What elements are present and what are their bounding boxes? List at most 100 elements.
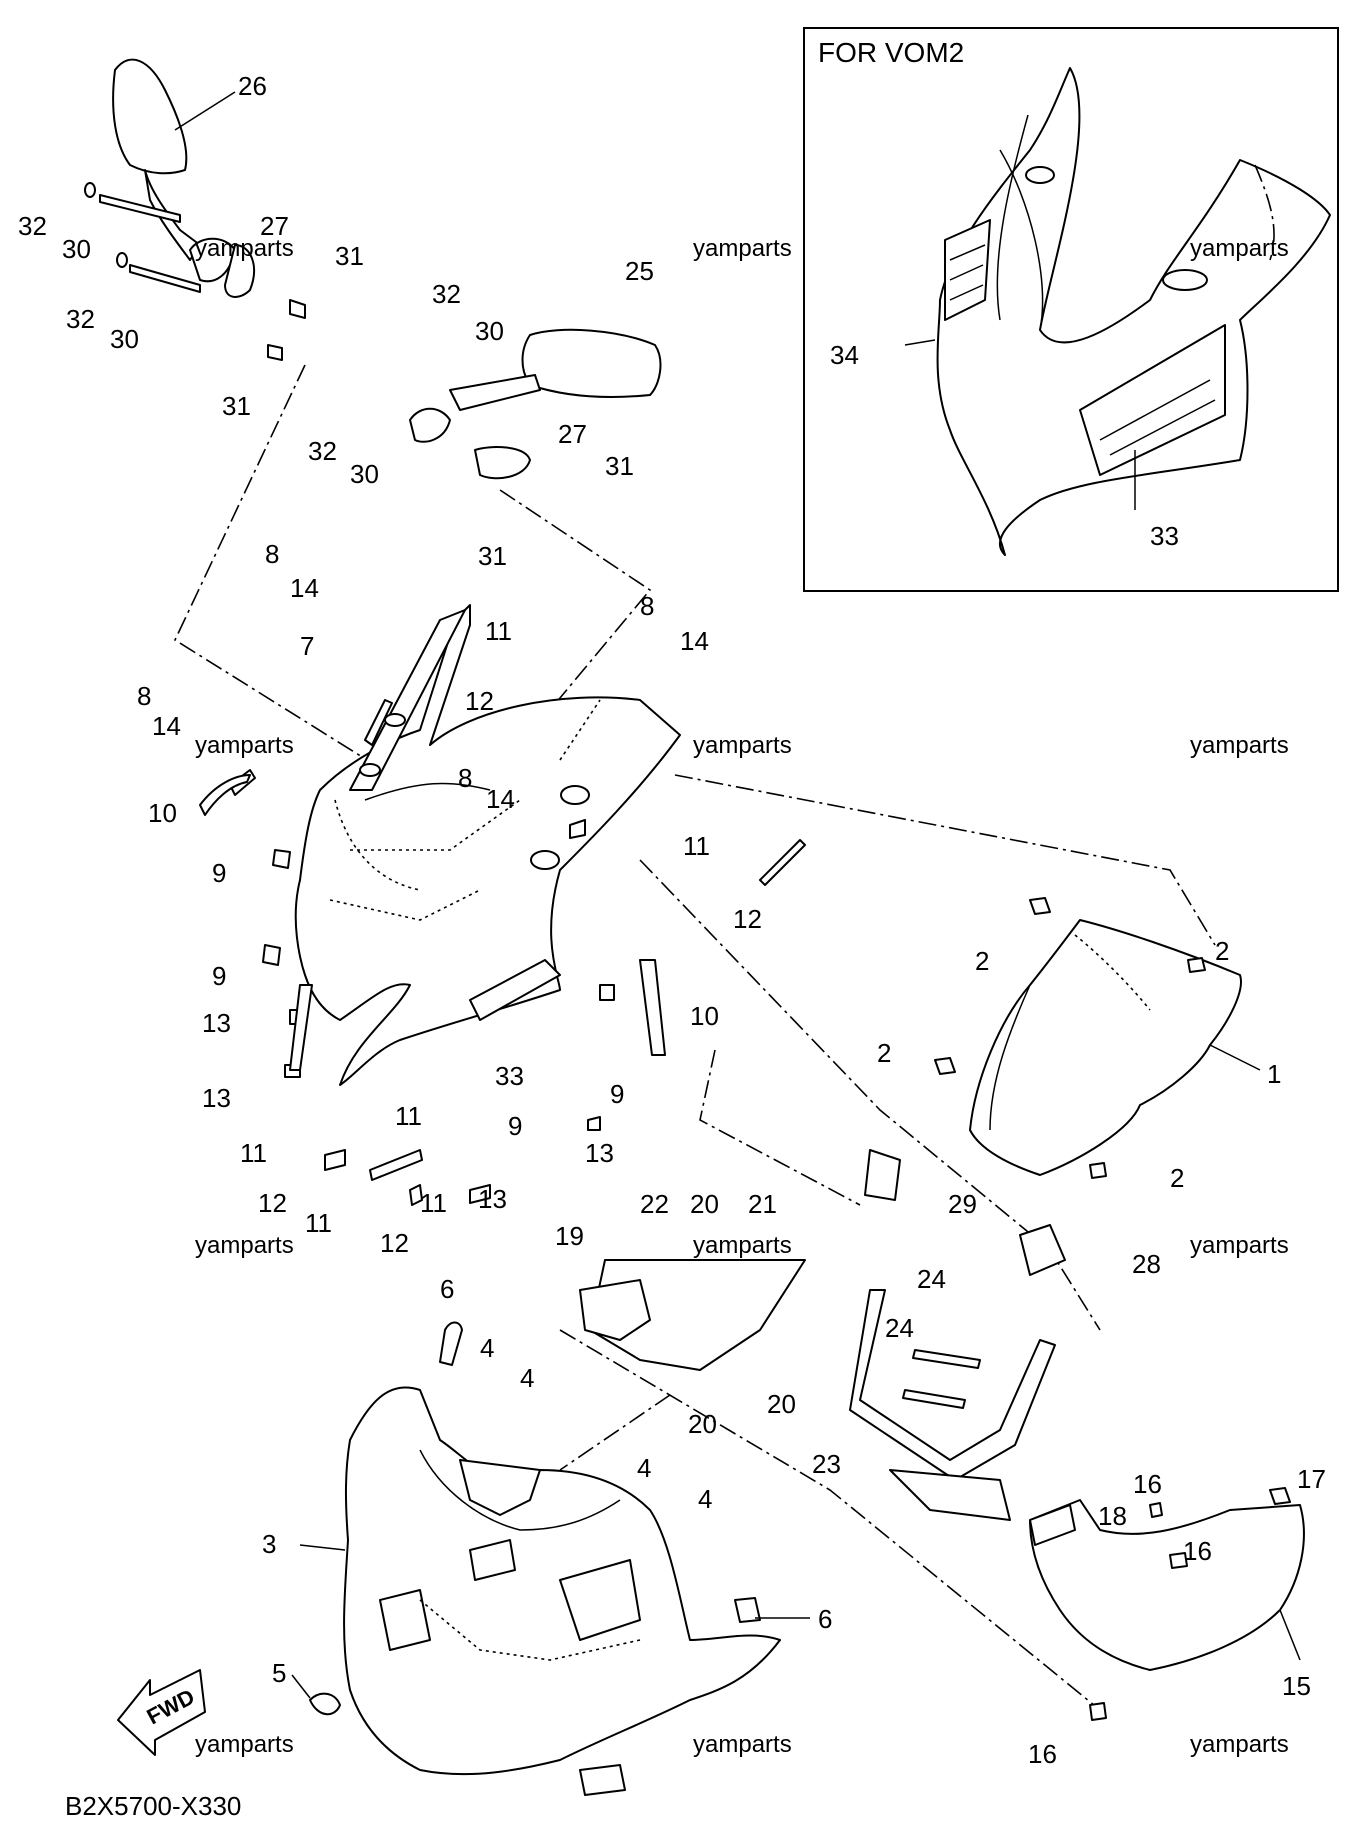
callout-7: 7: [300, 631, 314, 661]
callout-24b: 24: [885, 1313, 914, 1343]
callout-6b: 6: [818, 1604, 832, 1634]
mirror-left-assembly: 26 32 30 27 31 32 30 31: [18, 58, 364, 421]
callout-10b: 10: [690, 1001, 719, 1031]
callout-30c: 30: [475, 316, 504, 346]
callout-20b: 20: [767, 1389, 796, 1419]
callout-12c: 12: [258, 1188, 287, 1218]
callout-27b: 27: [558, 419, 587, 449]
callout-19: 19: [555, 1221, 584, 1251]
inset-vom2: FOR VOM2 34 33: [803, 27, 1339, 592]
callout-34: 34: [830, 340, 859, 370]
watermark-10: yamparts: [195, 1731, 294, 1758]
watermark-9: yamparts: [1190, 1232, 1289, 1259]
watermark-7: yamparts: [195, 1232, 294, 1259]
mirror-right-assembly: 25 32 30 32 30 27 31 31: [308, 256, 662, 571]
callout-11b: 11: [683, 831, 710, 861]
callout-9d: 9: [610, 1079, 624, 1109]
callout-11f: 11: [420, 1188, 447, 1218]
callout-12d: 12: [380, 1228, 409, 1258]
callout-8a: 8: [265, 539, 279, 569]
stay-brackets: 29 28 24 24 23 22 20 21 19 6 4 4 20 20: [440, 1149, 1161, 1521]
callout-2d: 2: [1170, 1163, 1184, 1193]
callout-33: 33: [1150, 521, 1179, 551]
upper-cowl-callouts: 8 14 7 11 8 14 12 8 14 8 14 10 9 11 12 9…: [137, 539, 762, 1258]
callout-11a: 11: [485, 616, 512, 646]
callout-2a: 2: [975, 946, 989, 976]
callout-32c: 32: [432, 279, 461, 309]
callout-8b: 8: [137, 681, 151, 711]
callout-13a: 13: [202, 1008, 231, 1038]
callout-18: 18: [1098, 1501, 1127, 1531]
leader-lines: [173, 364, 1216, 1711]
watermarks: yamparts yamparts yamparts yamparts yamp…: [195, 235, 1289, 1758]
watermark-8: yamparts: [693, 1232, 792, 1259]
callout-5: 5: [272, 1658, 286, 1688]
callout-15: 15: [1282, 1671, 1311, 1701]
watermark-4: yamparts: [195, 732, 294, 759]
callout-11c: 11: [395, 1101, 422, 1131]
inner-panel: 16 17 18 16 15 16: [1028, 1464, 1326, 1769]
callout-25: 25: [625, 256, 654, 286]
callout-14c: 14: [680, 626, 709, 656]
callout-1: 1: [1267, 1059, 1281, 1089]
callout-20c: 20: [688, 1409, 717, 1439]
callout-14d: 14: [486, 784, 515, 814]
callout-30b: 30: [110, 324, 139, 354]
callout-3: 3: [262, 1529, 276, 1559]
watermark-5: yamparts: [693, 732, 792, 759]
callout-27a: 27: [260, 211, 289, 241]
callout-11d: 11: [240, 1138, 267, 1168]
callout-31a: 31: [335, 241, 364, 271]
callout-22: 22: [640, 1189, 669, 1219]
callout-28: 28: [1132, 1249, 1161, 1279]
callout-9b: 9: [212, 961, 226, 991]
callout-11e: 11: [305, 1208, 332, 1238]
callout-2c: 2: [877, 1038, 891, 1068]
callout-4b: 4: [520, 1363, 534, 1393]
callout-33a: 33: [495, 1061, 524, 1091]
callout-6a: 6: [440, 1274, 454, 1304]
callout-12a: 12: [465, 686, 494, 716]
lower-cowl: 4 4 3 5 6: [262, 1321, 832, 1796]
callout-8d: 8: [458, 763, 472, 793]
callout-26: 26: [238, 71, 267, 101]
watermark-11: yamparts: [693, 1731, 792, 1758]
callout-8c: 8: [640, 591, 654, 621]
callout-14b: 14: [152, 711, 181, 741]
callout-4a: 4: [480, 1333, 494, 1363]
callout-12b: 12: [733, 904, 762, 934]
watermark-2: yamparts: [693, 235, 792, 262]
watermark-3: yamparts: [1190, 235, 1289, 262]
watermark-12: yamparts: [1190, 1731, 1289, 1758]
callout-23: 23: [812, 1449, 841, 1479]
callout-17: 17: [1297, 1464, 1326, 1494]
callout-31d: 31: [478, 541, 507, 571]
diagram-code: B2X5700-X330: [65, 1791, 241, 1821]
callout-32a: 32: [18, 211, 47, 241]
callout-21: 21: [748, 1189, 777, 1219]
callout-31c: 31: [605, 451, 634, 481]
callout-14a: 14: [290, 573, 319, 603]
callout-16c: 16: [1028, 1739, 1057, 1769]
callout-4d: 4: [698, 1484, 712, 1514]
windshield: 2 2 1 2 2: [877, 897, 1281, 1193]
fwd-arrow: FWD: [117, 1669, 206, 1756]
callout-30d: 30: [350, 459, 379, 489]
callout-16b: 16: [1183, 1536, 1212, 1566]
callout-16a: 16: [1133, 1469, 1162, 1499]
callout-29: 29: [948, 1189, 977, 1219]
callout-4c: 4: [637, 1453, 651, 1483]
callout-9a: 9: [212, 858, 226, 888]
inset-title: FOR VOM2: [818, 37, 964, 68]
callout-13b: 13: [202, 1083, 231, 1113]
callout-10a: 10: [148, 798, 177, 828]
watermark-1: yamparts: [195, 235, 294, 262]
callout-30a: 30: [62, 234, 91, 264]
upper-cowl: [199, 604, 806, 1206]
callout-32b: 32: [66, 304, 95, 334]
watermark-6: yamparts: [1190, 732, 1289, 759]
callout-24a: 24: [917, 1264, 946, 1294]
callout-13c: 13: [585, 1138, 614, 1168]
callout-13d: 13: [478, 1184, 507, 1214]
